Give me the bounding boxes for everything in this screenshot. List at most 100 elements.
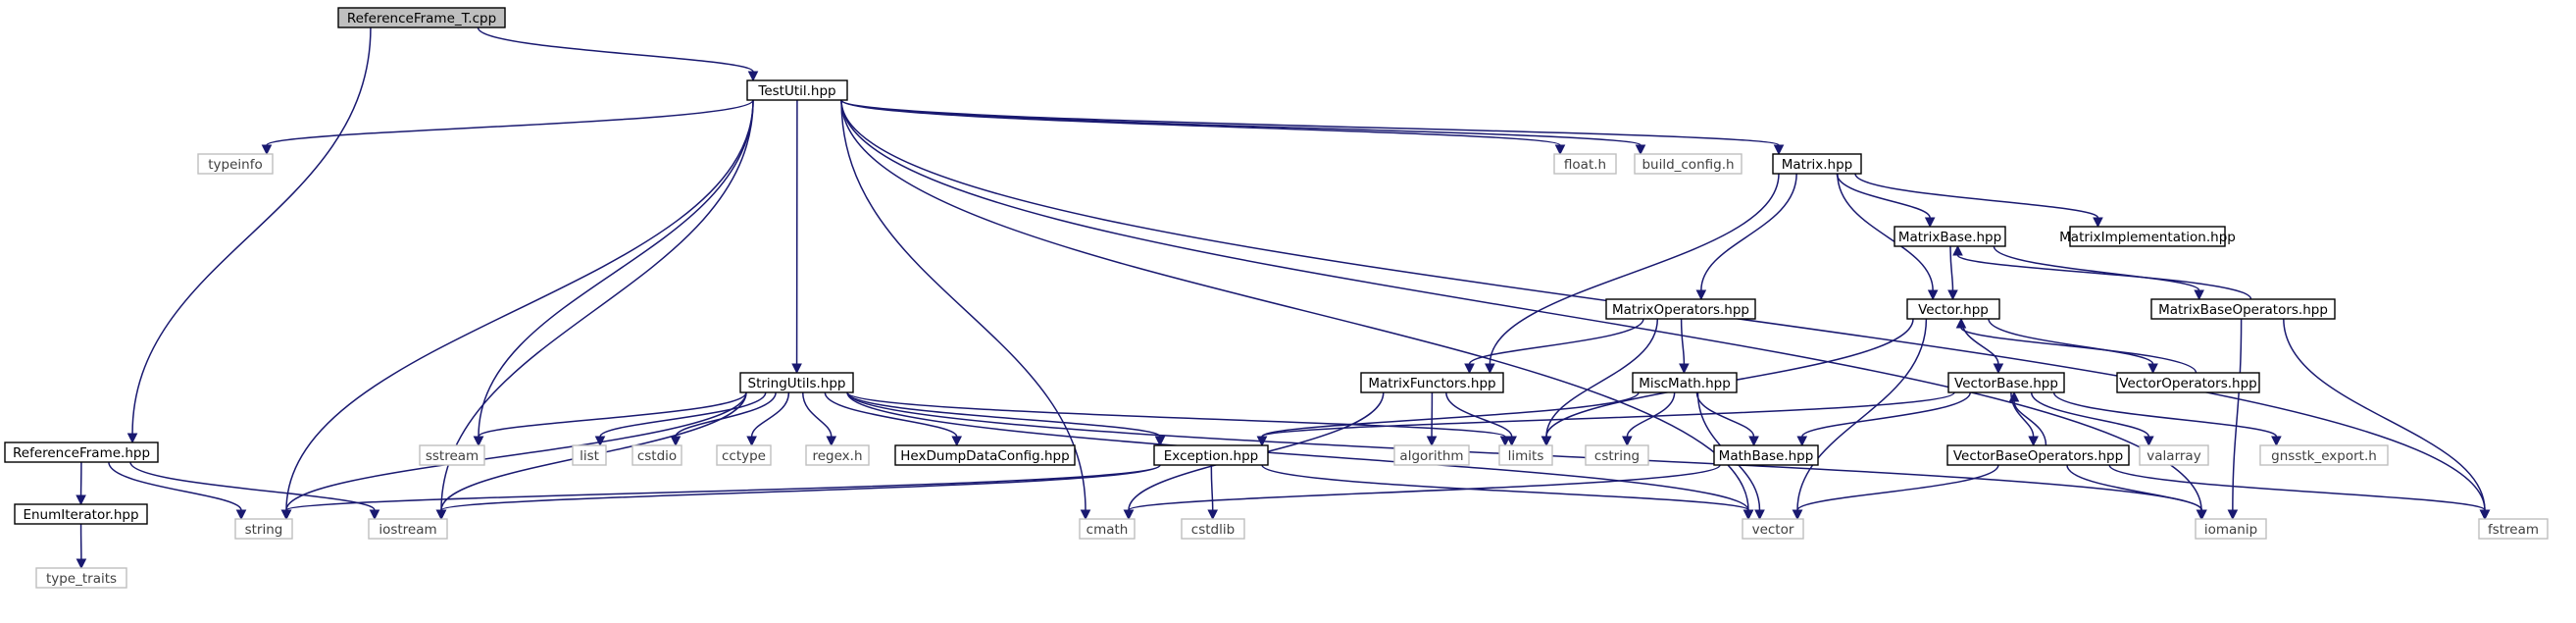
node-label: cstdlib [1191,522,1235,538]
edge-line [129,461,376,511]
node-vectorops[interactable]: VectorOperators.hpp [2116,372,2260,393]
edge-line [1700,173,1797,291]
edge-line [2232,318,2243,511]
node-vector-hpp[interactable]: Vector.hpp [1906,298,2000,320]
node-matrix[interactable]: Matrix.hpp [1772,153,1862,175]
edge-testutil-to-matrix [840,99,1785,156]
node-vectorbaseops[interactable]: VectorBaseOperators.hpp [1946,444,2130,466]
node-regex: regex.h [805,444,870,466]
node-box [1605,298,1756,320]
edge-vectorbase-to-valarray [2030,391,2154,447]
node-hexdump[interactable]: HexDumpDataConfig.hpp [894,444,1076,466]
edge-arrowhead [1123,509,1135,521]
node-matrixfunctors[interactable]: MatrixFunctors.hpp [1360,372,1504,393]
node-cctype: cctype [716,444,772,466]
node-box [572,444,607,466]
node-label: Vector.hpp [1918,302,1989,318]
edge-stringutils-to-exception [846,391,1166,447]
edge-arrowhead [1154,436,1166,447]
edge-line [840,99,1642,146]
edge-vectorbaseops-to-vectorbase [2008,390,2047,446]
node-box [1181,518,1245,540]
node-cstring: cstring [1585,444,1649,466]
node-matriximpl[interactable]: MatrixImplementation.hpp [2059,226,2236,247]
node-ref-t-cpp[interactable]: ReferenceFrame_T.cpp [337,7,506,28]
edge-line [1468,318,1644,365]
edge-arrowhead [826,436,837,447]
edge-vectorops-to-vector_hpp [1955,317,2197,374]
node-label: sstream [426,448,479,464]
edge-arrowhead [235,509,247,521]
edge-line [2108,464,2486,511]
node-testutil[interactable]: TestUtil.hpp [746,79,848,101]
node-label: cstring [1594,448,1640,464]
edge-arrowhead [1924,217,1936,229]
node-matrixops[interactable]: MatrixOperators.hpp [1605,298,1756,320]
node-label: Matrix.hpp [1782,157,1853,173]
node-miscmath[interactable]: MiscMath.hpp [1632,372,1738,393]
edge-line [1489,173,1780,365]
edge-arrowhead [2028,436,2039,447]
edge-enumiter-to-type_traits [76,523,87,570]
edge-line [440,464,1161,511]
edge-line [1128,464,1721,511]
node-valarray: valarray [2139,444,2209,466]
node-label: fstream [2488,522,2539,538]
node-stringutils[interactable]: StringUtils.hpp [739,372,854,393]
edge-matrix-to-matrixops [1695,173,1797,301]
edge-arrowhead [1541,436,1552,447]
node-label: valarray [2147,448,2200,464]
edge-line [801,391,833,438]
edge-arrowhead [369,509,380,521]
node-vectorbase[interactable]: VectorBase.hpp [1947,372,2065,393]
node-refframe[interactable]: ReferenceFrame.hpp [4,441,159,463]
edge-matrixfunctors-to-algorithm [1426,391,1438,447]
edge-arrowhead [670,436,682,447]
node-box [1894,226,2006,247]
node-fstream: fstream [2478,518,2549,540]
node-label: MathBase.hpp [1719,448,1814,464]
node-box [805,444,870,466]
edge-arrowhead [1426,436,1438,447]
node-box [2150,298,2336,320]
node-label: StringUtils.hpp [748,376,846,391]
edge-line [1261,391,1955,438]
node-box [4,441,159,463]
node-box [1498,444,1553,466]
node-float-h: float.h [1553,153,1617,175]
node-box [368,518,448,540]
edge-line [1796,318,1928,511]
node-label: cmath [1086,522,1129,538]
edge-arrowhead [2093,217,2103,229]
edge-line [2013,400,2047,446]
edge-line [1261,391,1640,438]
node-box [35,567,127,589]
node-label: iostream [379,522,436,538]
node-matrixbase[interactable]: MatrixBase.hpp [1894,226,2006,247]
edge-line [846,391,1749,511]
edge-arrowhead [1695,289,1707,301]
node-mathbase[interactable]: MathBase.hpp [1713,444,1819,466]
edge-refframe-to-iostream [129,461,380,521]
node-cstdlib: cstdlib [1181,518,1245,540]
edge-line [1261,464,1749,511]
edge-exception-to-string [280,464,1161,521]
edge-arrowhead [280,509,292,521]
node-box [1360,372,1504,393]
node-typeinfo: typeinfo [197,153,274,175]
edge-line [477,26,754,73]
edge-matrixops-to-miscmath [1679,318,1690,375]
edge-arrowhead [1080,509,1091,521]
node-iostream: iostream [368,518,448,540]
edge-line [1854,173,2099,219]
node-vector-std: vector [1742,518,1804,540]
node-exception[interactable]: Exception.hpp [1153,444,1269,466]
node-label: algorithm [1399,448,1463,464]
node-matrixbaseops[interactable]: MatrixBaseOperators.hpp [2150,298,2336,320]
node-enumiter[interactable]: EnumIterator.hpp [14,503,148,525]
node-label: string [245,522,283,538]
edge-arrowhead [1754,509,1765,521]
edge-testutil-to-float_h [840,99,1566,156]
node-string: string [234,518,293,540]
edge-line [2030,391,2150,438]
